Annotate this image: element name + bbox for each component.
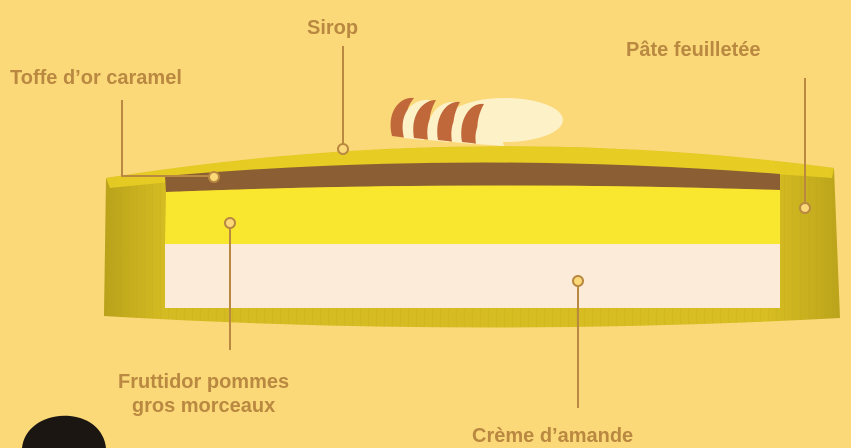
label-fruttidor: Fruttidor pommes gros morceaux: [118, 370, 289, 418]
toffe-dot: [209, 172, 219, 182]
label-creme-damande: Crème d’amande: [472, 424, 633, 448]
fruttidor-dot: [225, 218, 235, 228]
creme-dot: [573, 276, 583, 286]
toffe-leader-line: [122, 100, 210, 176]
apple-slices: [391, 98, 563, 146]
character-silhouette: [22, 416, 106, 448]
pate-dot: [800, 203, 810, 213]
fruttidor-layer: [165, 185, 780, 244]
label-fruttidor-line2: gros morceaux: [118, 394, 289, 418]
creme-amande-layer: [165, 244, 780, 308]
label-toffe-dor-caramel: Toffe d’or caramel: [10, 66, 182, 90]
label-fruttidor-line1: Fruttidor pommes: [118, 370, 289, 394]
sirop-dot: [338, 144, 348, 154]
label-pate-feuilletee: Pâte feuilletée: [626, 38, 761, 62]
label-sirop: Sirop: [307, 16, 358, 40]
